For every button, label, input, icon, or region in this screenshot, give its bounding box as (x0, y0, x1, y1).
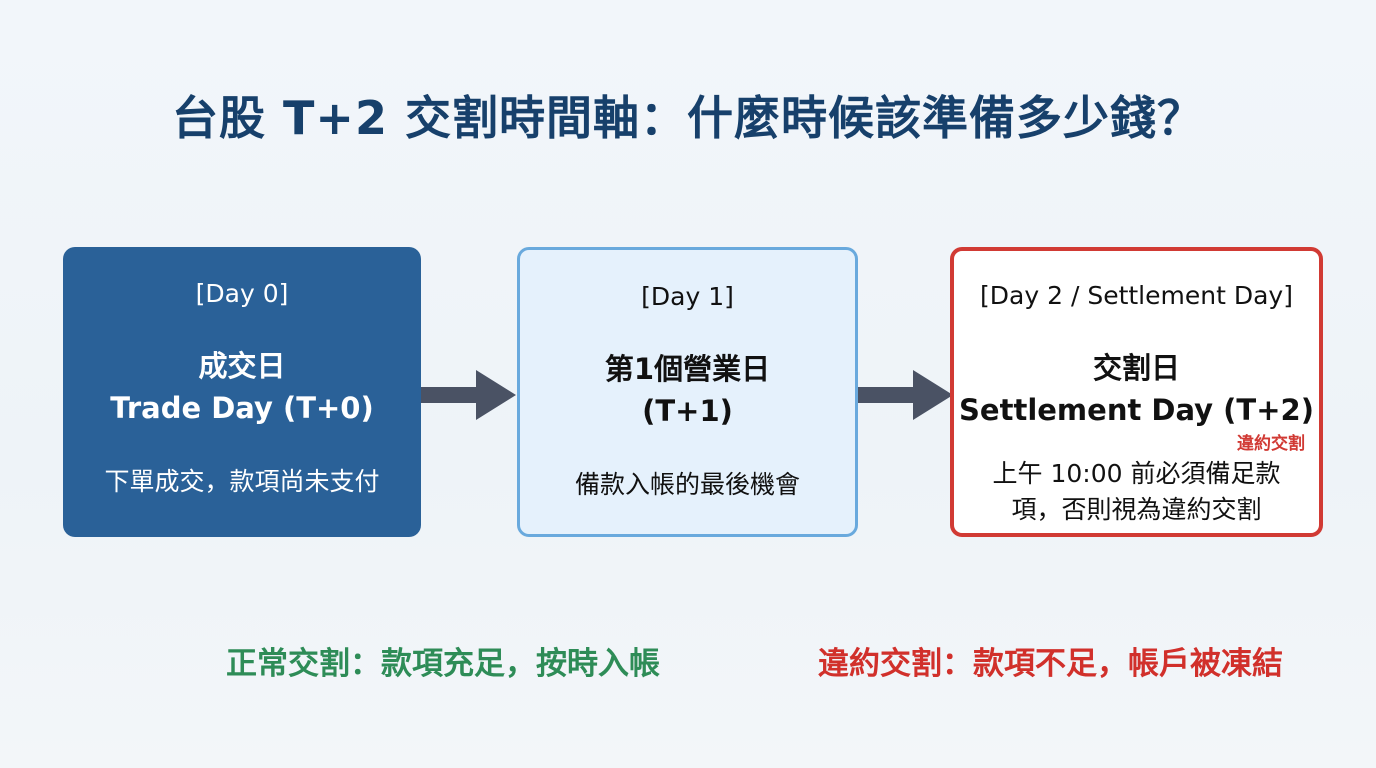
card-description: 下單成交，款項尚未支付 (104, 467, 380, 496)
arrow-right-icon (858, 370, 953, 420)
heading-en: (T+1) (642, 394, 733, 428)
day-label: [Day 0] (195, 279, 289, 308)
page-title: 台股 T+2 交割時間軸：什麼時候該準備多少錢？ (172, 91, 1204, 145)
heading-zh: 第1個營業日 (604, 352, 771, 386)
heading-zh: 成交日 (198, 349, 286, 383)
card-heading: 成交日 Trade Day (T+0) (63, 345, 421, 429)
day-label: [Day 1] (641, 282, 734, 311)
arrow-right-icon (421, 370, 516, 420)
timeline-card-day1: [Day 1] 第1個營業日 (T+1) 備款入帳的最後機會 (517, 247, 858, 537)
legend-default-settlement: 違約交割：款項不足，帳戶被凍結 (818, 646, 1283, 682)
card-heading: 第1個營業日 (T+1) (520, 348, 855, 432)
card-description: 備款入帳的最後機會 (574, 470, 800, 499)
heading-zh: 交割日 (1092, 351, 1180, 385)
legend-normal-settlement: 正常交割：款項充足，按時入帳 (226, 646, 660, 682)
timeline-card-day2: [Day 2 / Settlement Day] 交割日 Settlement … (950, 247, 1323, 537)
card-heading: 交割日 Settlement Day (T+2) (954, 347, 1319, 431)
day-label: [Day 2 / Settlement Day] (980, 281, 1293, 310)
card-description: 上午 10:00 前必須備足款項，否則視為違約交割 (992, 459, 1281, 524)
timeline-card-day0: [Day 0] 成交日 Trade Day (T+0) 下單成交，款項尚未支付 (63, 247, 421, 537)
default-tag: 違約交割 (1237, 434, 1305, 454)
heading-en: Trade Day (T+0) (110, 391, 374, 425)
heading-en: Settlement Day (T+2) (959, 393, 1314, 427)
